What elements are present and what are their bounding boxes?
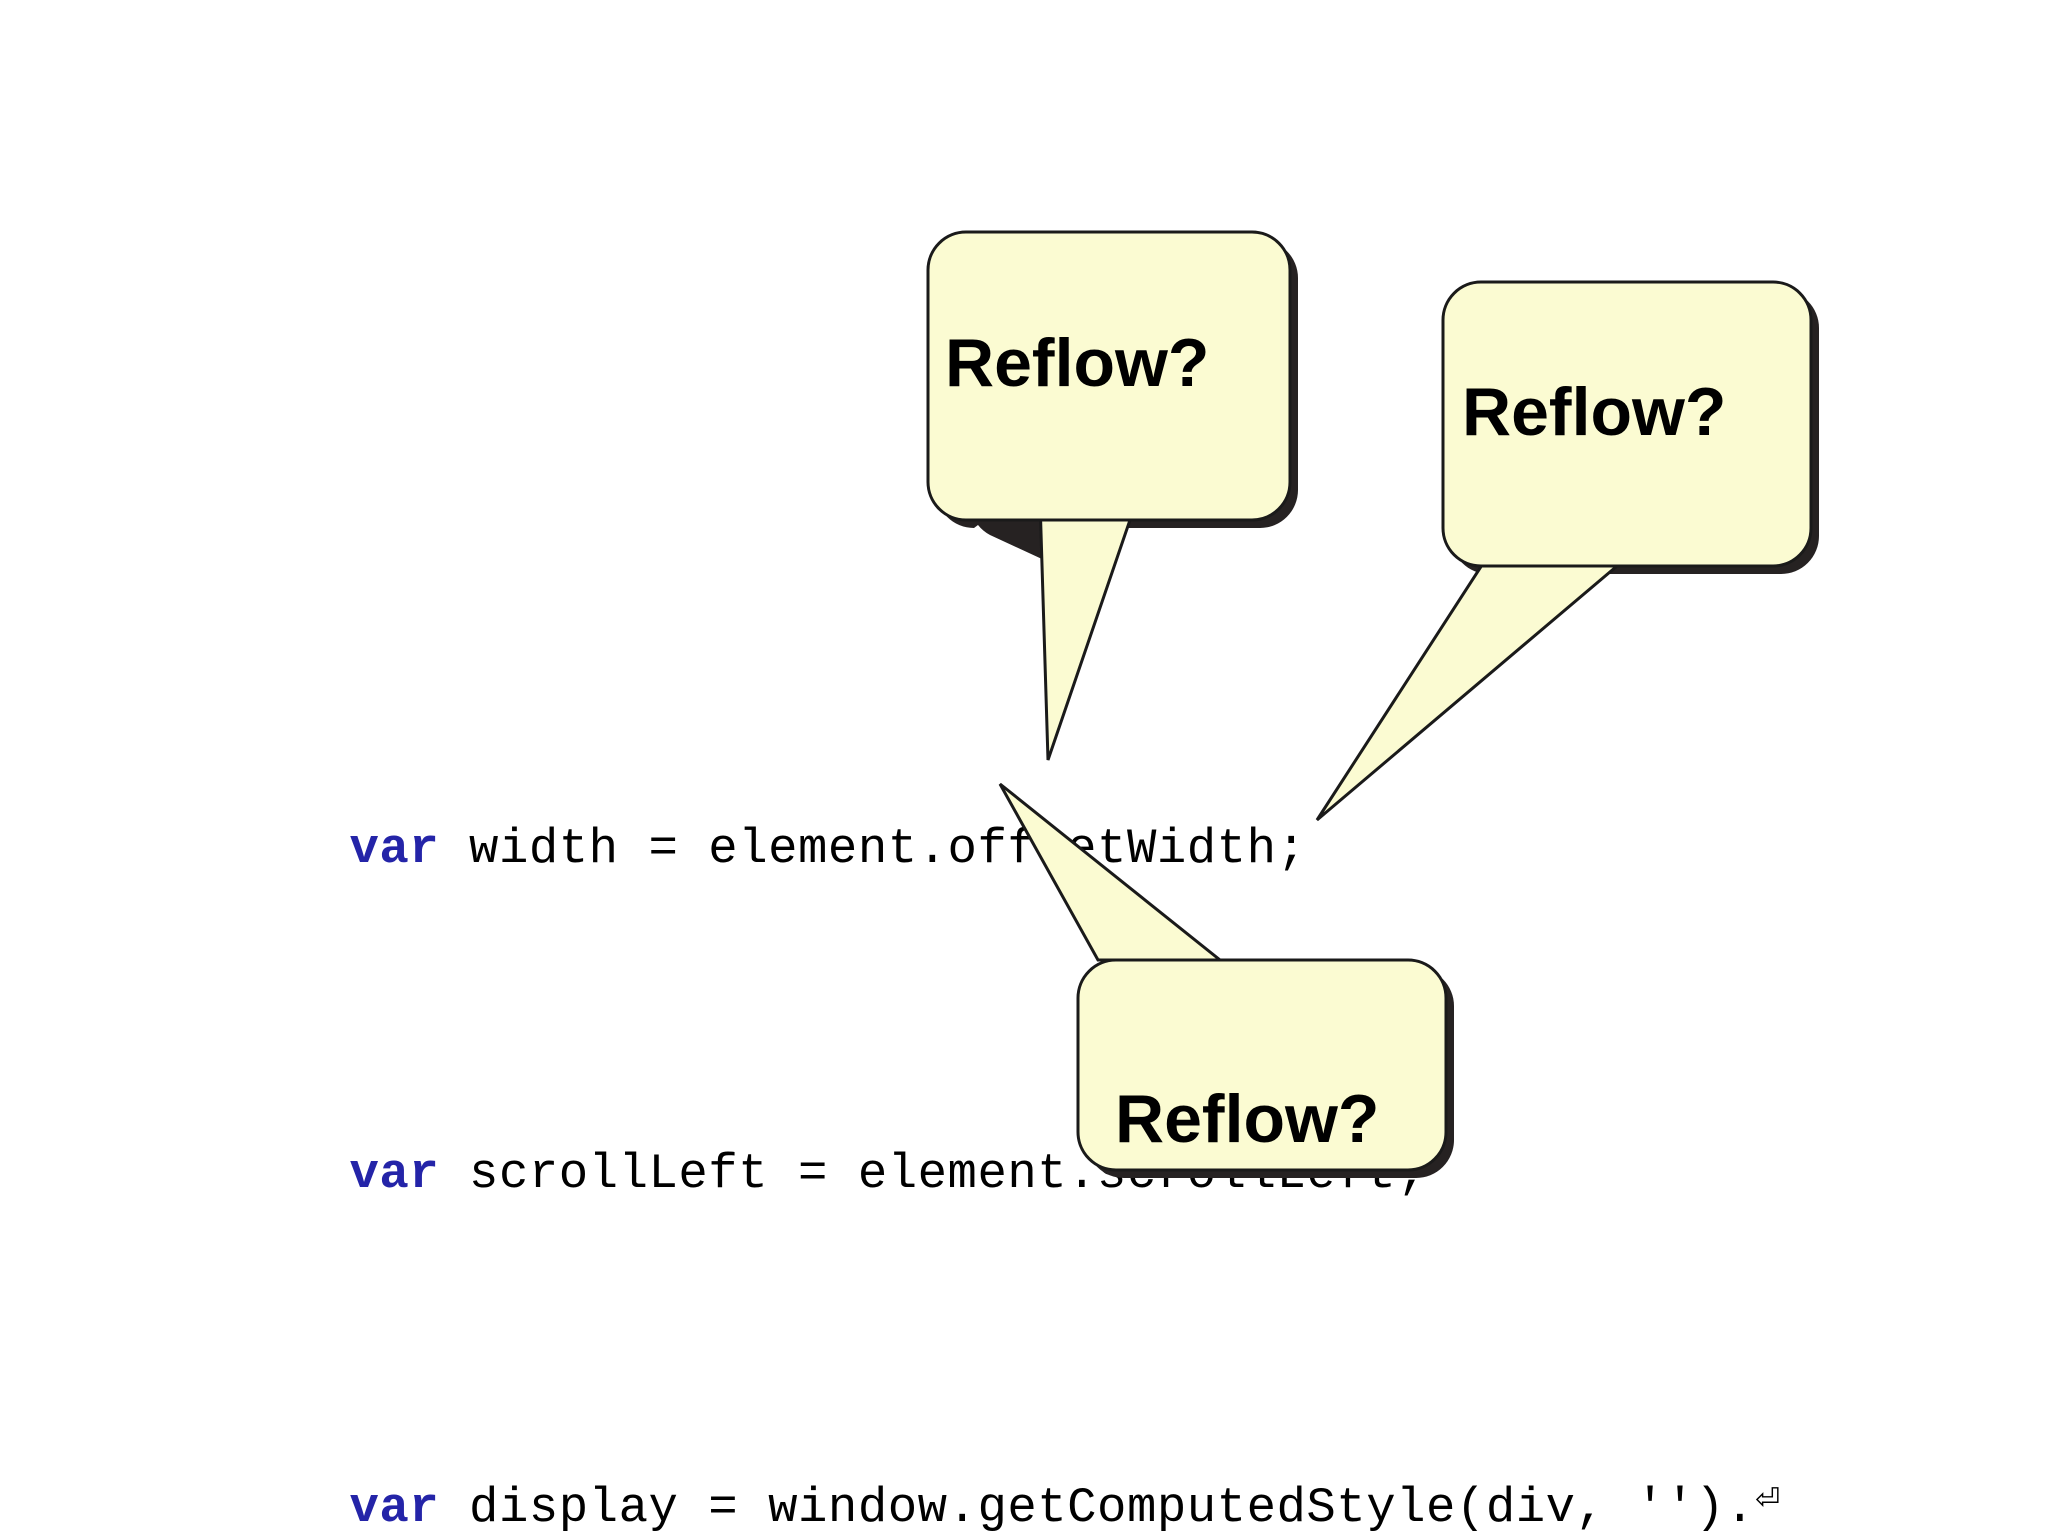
callout-body-1 [926, 230, 1292, 522]
empty-string-literal: '' [1635, 1480, 1696, 1536]
code-line-2: var scrollLeft = element.scrollLeft; [170, 1077, 1780, 1272]
callout-shape-1 [926, 230, 1298, 761]
keyword-var: var [349, 1146, 440, 1202]
code-text: width = element.offsetWidth; [439, 821, 1307, 877]
code-line-1: var width = element.offsetWidth; [170, 752, 1780, 947]
code-text: display = window.getComputedStyle(div, [439, 1480, 1636, 1536]
callout-shape-3 [998, 782, 1454, 1178]
line-wrap-icon: ⏎ [1754, 1482, 1781, 1517]
keyword-var: var [349, 1480, 440, 1536]
code-line-3: var display = window.getComputedStyle(di… [170, 1402, 1780, 1536]
code-text: ). [1695, 1480, 1755, 1536]
keyword-var: var [349, 821, 440, 877]
callout-body-2 [1441, 280, 1813, 568]
callout-bubble-2[interactable]: Reflow? [1315, 280, 1865, 822]
callout-body-3 [1076, 958, 1448, 1172]
callout-shape-2 [1315, 280, 1819, 822]
callout-bubble-1[interactable]: Reflow? [890, 230, 1330, 761]
code-block: var width = element.offsetWidth; var scr… [170, 622, 1780, 1536]
callout-bubble-3[interactable]: Reflow? [998, 782, 1500, 1220]
